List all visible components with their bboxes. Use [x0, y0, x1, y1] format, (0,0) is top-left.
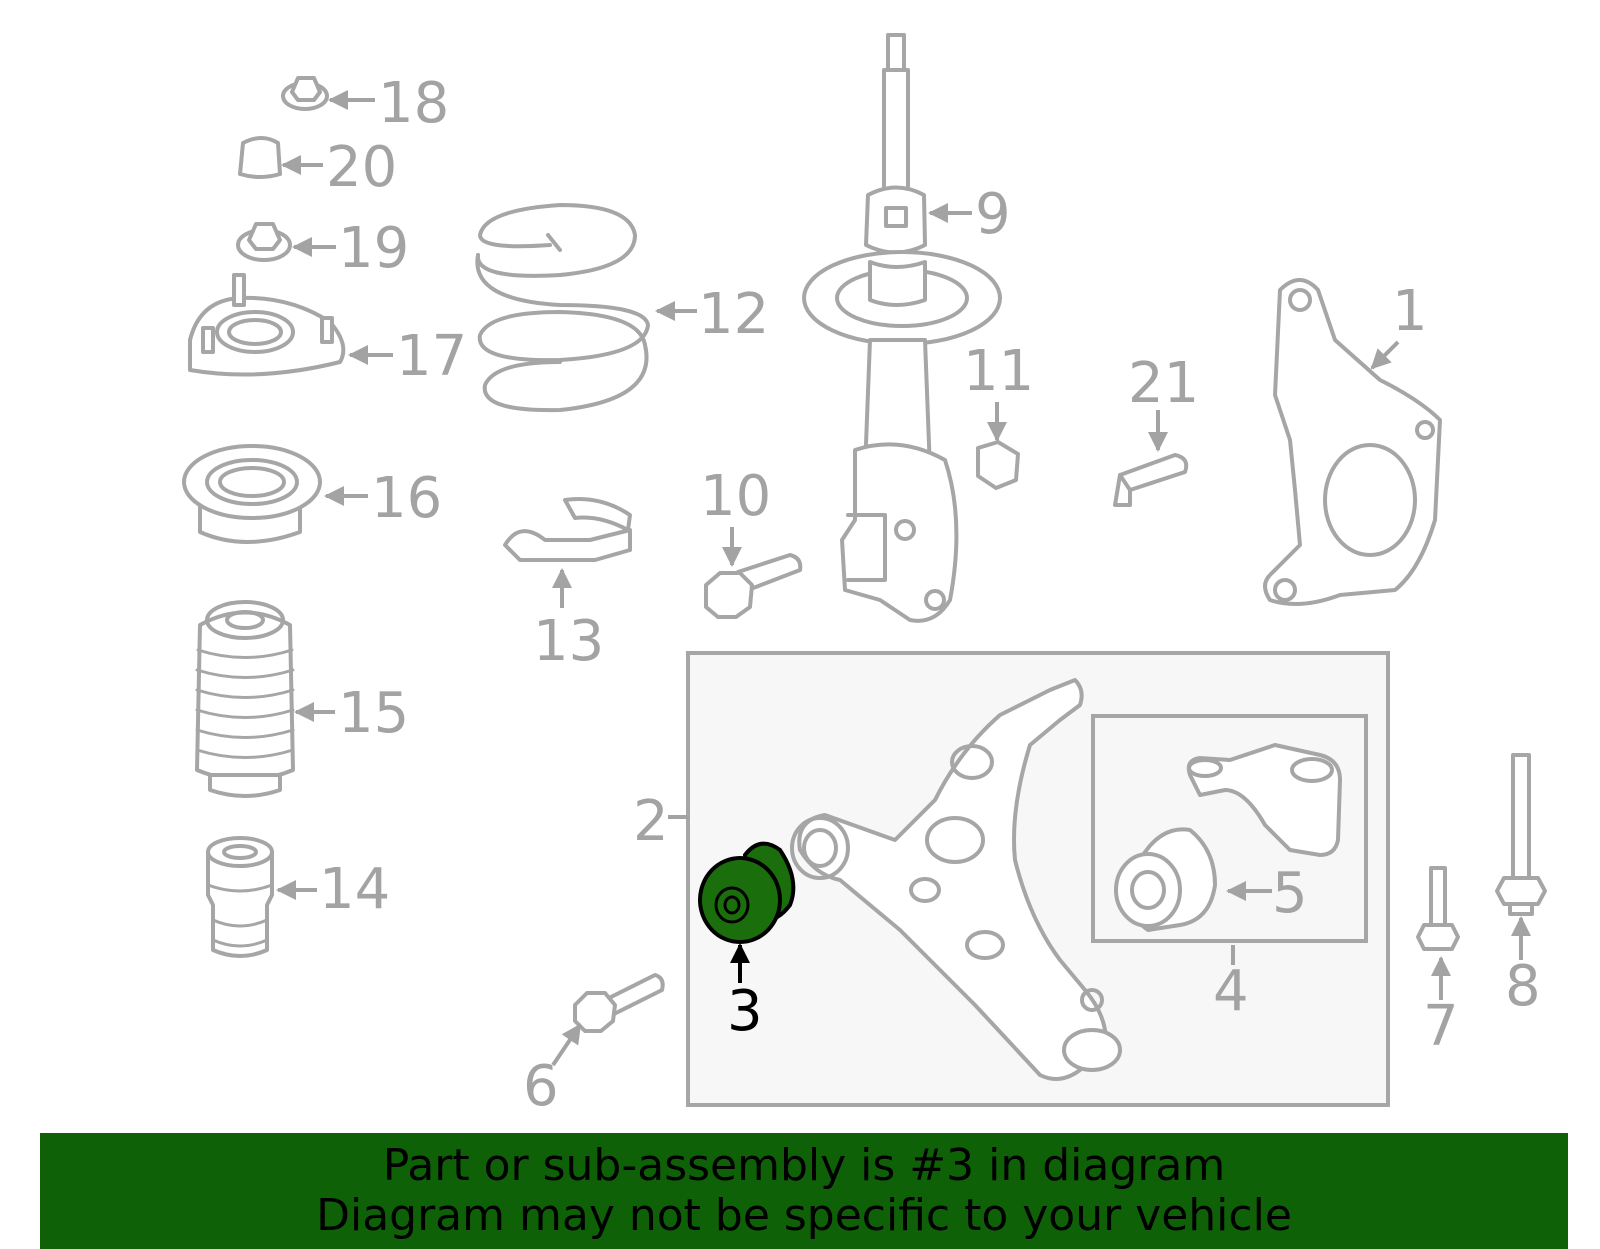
callout-20: 20	[326, 135, 397, 200]
callout-10: 10	[700, 464, 771, 529]
callout-3: 3	[727, 979, 763, 1044]
part-14-bump-stop	[206, 836, 274, 958]
callout-19: 19	[338, 216, 409, 281]
part-11-nut	[976, 440, 1020, 490]
callout-13: 13	[533, 609, 604, 674]
part-15-dust-boot	[195, 600, 295, 798]
callout-14: 14	[319, 857, 390, 922]
part-6-bolt	[573, 973, 665, 1033]
callout-9: 9	[975, 182, 1011, 247]
part-17-strut-mount	[188, 273, 346, 377]
part-2-control-arm	[790, 678, 1122, 1081]
part-5-bushing	[1114, 827, 1217, 932]
part-8-bolt	[1495, 753, 1547, 916]
callout-17: 17	[396, 324, 467, 389]
callout-4: 4	[1213, 959, 1249, 1024]
part-18-nut	[281, 76, 329, 111]
callout-11: 11	[963, 339, 1034, 404]
part-13-insulator	[503, 497, 632, 562]
part-10-bolt	[704, 553, 803, 619]
banner-line-disclaimer: Diagram may not be specific to your vehi…	[316, 1190, 1292, 1241]
part-12-coil-spring	[475, 203, 650, 413]
info-banner: Part or sub-assembly is #3 in diagram Di…	[40, 1133, 1568, 1249]
callout-12: 12	[698, 282, 769, 347]
part-1-knuckle	[1263, 278, 1442, 606]
callout-15: 15	[338, 681, 409, 746]
callout-5: 5	[1272, 861, 1308, 926]
part-3-bushing-highlighted	[698, 841, 796, 944]
part-21-bracket	[1113, 453, 1189, 507]
part-9-strut	[802, 33, 1002, 623]
callout-6: 6	[523, 1054, 559, 1119]
part-20-cap	[238, 136, 282, 179]
banner-line-part: Part or sub-assembly is #3 in diagram	[382, 1140, 1226, 1191]
callout-2: 2	[633, 789, 669, 854]
part-7-bolt	[1416, 866, 1460, 951]
part-16-spring-seat	[182, 444, 322, 544]
callout-18: 18	[378, 71, 449, 136]
callout-7: 7	[1423, 994, 1459, 1059]
part-4-bushing-bracket	[1186, 743, 1342, 857]
callout-16: 16	[371, 466, 442, 531]
callout-1: 1	[1392, 279, 1428, 344]
callout-21: 21	[1128, 351, 1199, 416]
part-19-nut	[236, 222, 292, 262]
callout-8: 8	[1505, 954, 1541, 1019]
